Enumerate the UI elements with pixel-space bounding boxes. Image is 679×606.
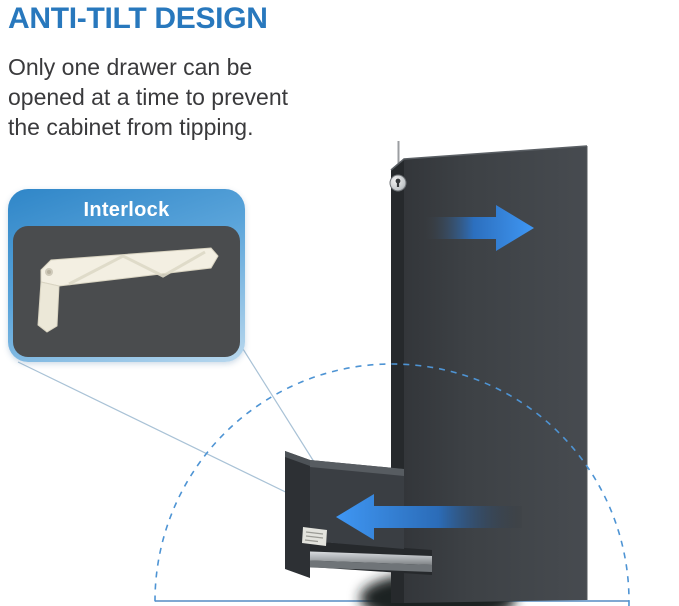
description-line: Only one drawer can be [8,54,253,80]
interlock-callout: Interlock [8,189,245,362]
drawer-rail-inner [297,560,432,572]
cabinet [389,141,588,603]
drawer-front-panel [285,451,310,578]
drawer-rim [310,460,404,476]
lock-icon [389,174,407,192]
callout-connector-upper [242,348,317,466]
arrow-right-icon [424,205,534,251]
interlock-part-icon [37,247,219,333]
interlock-label: Interlock [83,198,170,221]
cabinet-top-edge [390,145,588,171]
description-line: opened at a time to prevent [8,84,289,110]
tip-guide-dashed-circle [154,363,630,606]
drawer-rail-outer [297,551,432,565]
cabinet-front [404,146,587,603]
arrow-left-icon [336,494,522,540]
drawer-front-top [285,451,310,466]
description-text: Only one drawer can be opened at a time … [8,52,353,142]
interlock-part-image [13,226,240,357]
callout-connector-lower [17,361,303,501]
page-title: ANTI-TILT DESIGN [8,2,268,35]
drawer-label [302,527,327,546]
description-line: the cabinet from tipping. [8,114,254,140]
